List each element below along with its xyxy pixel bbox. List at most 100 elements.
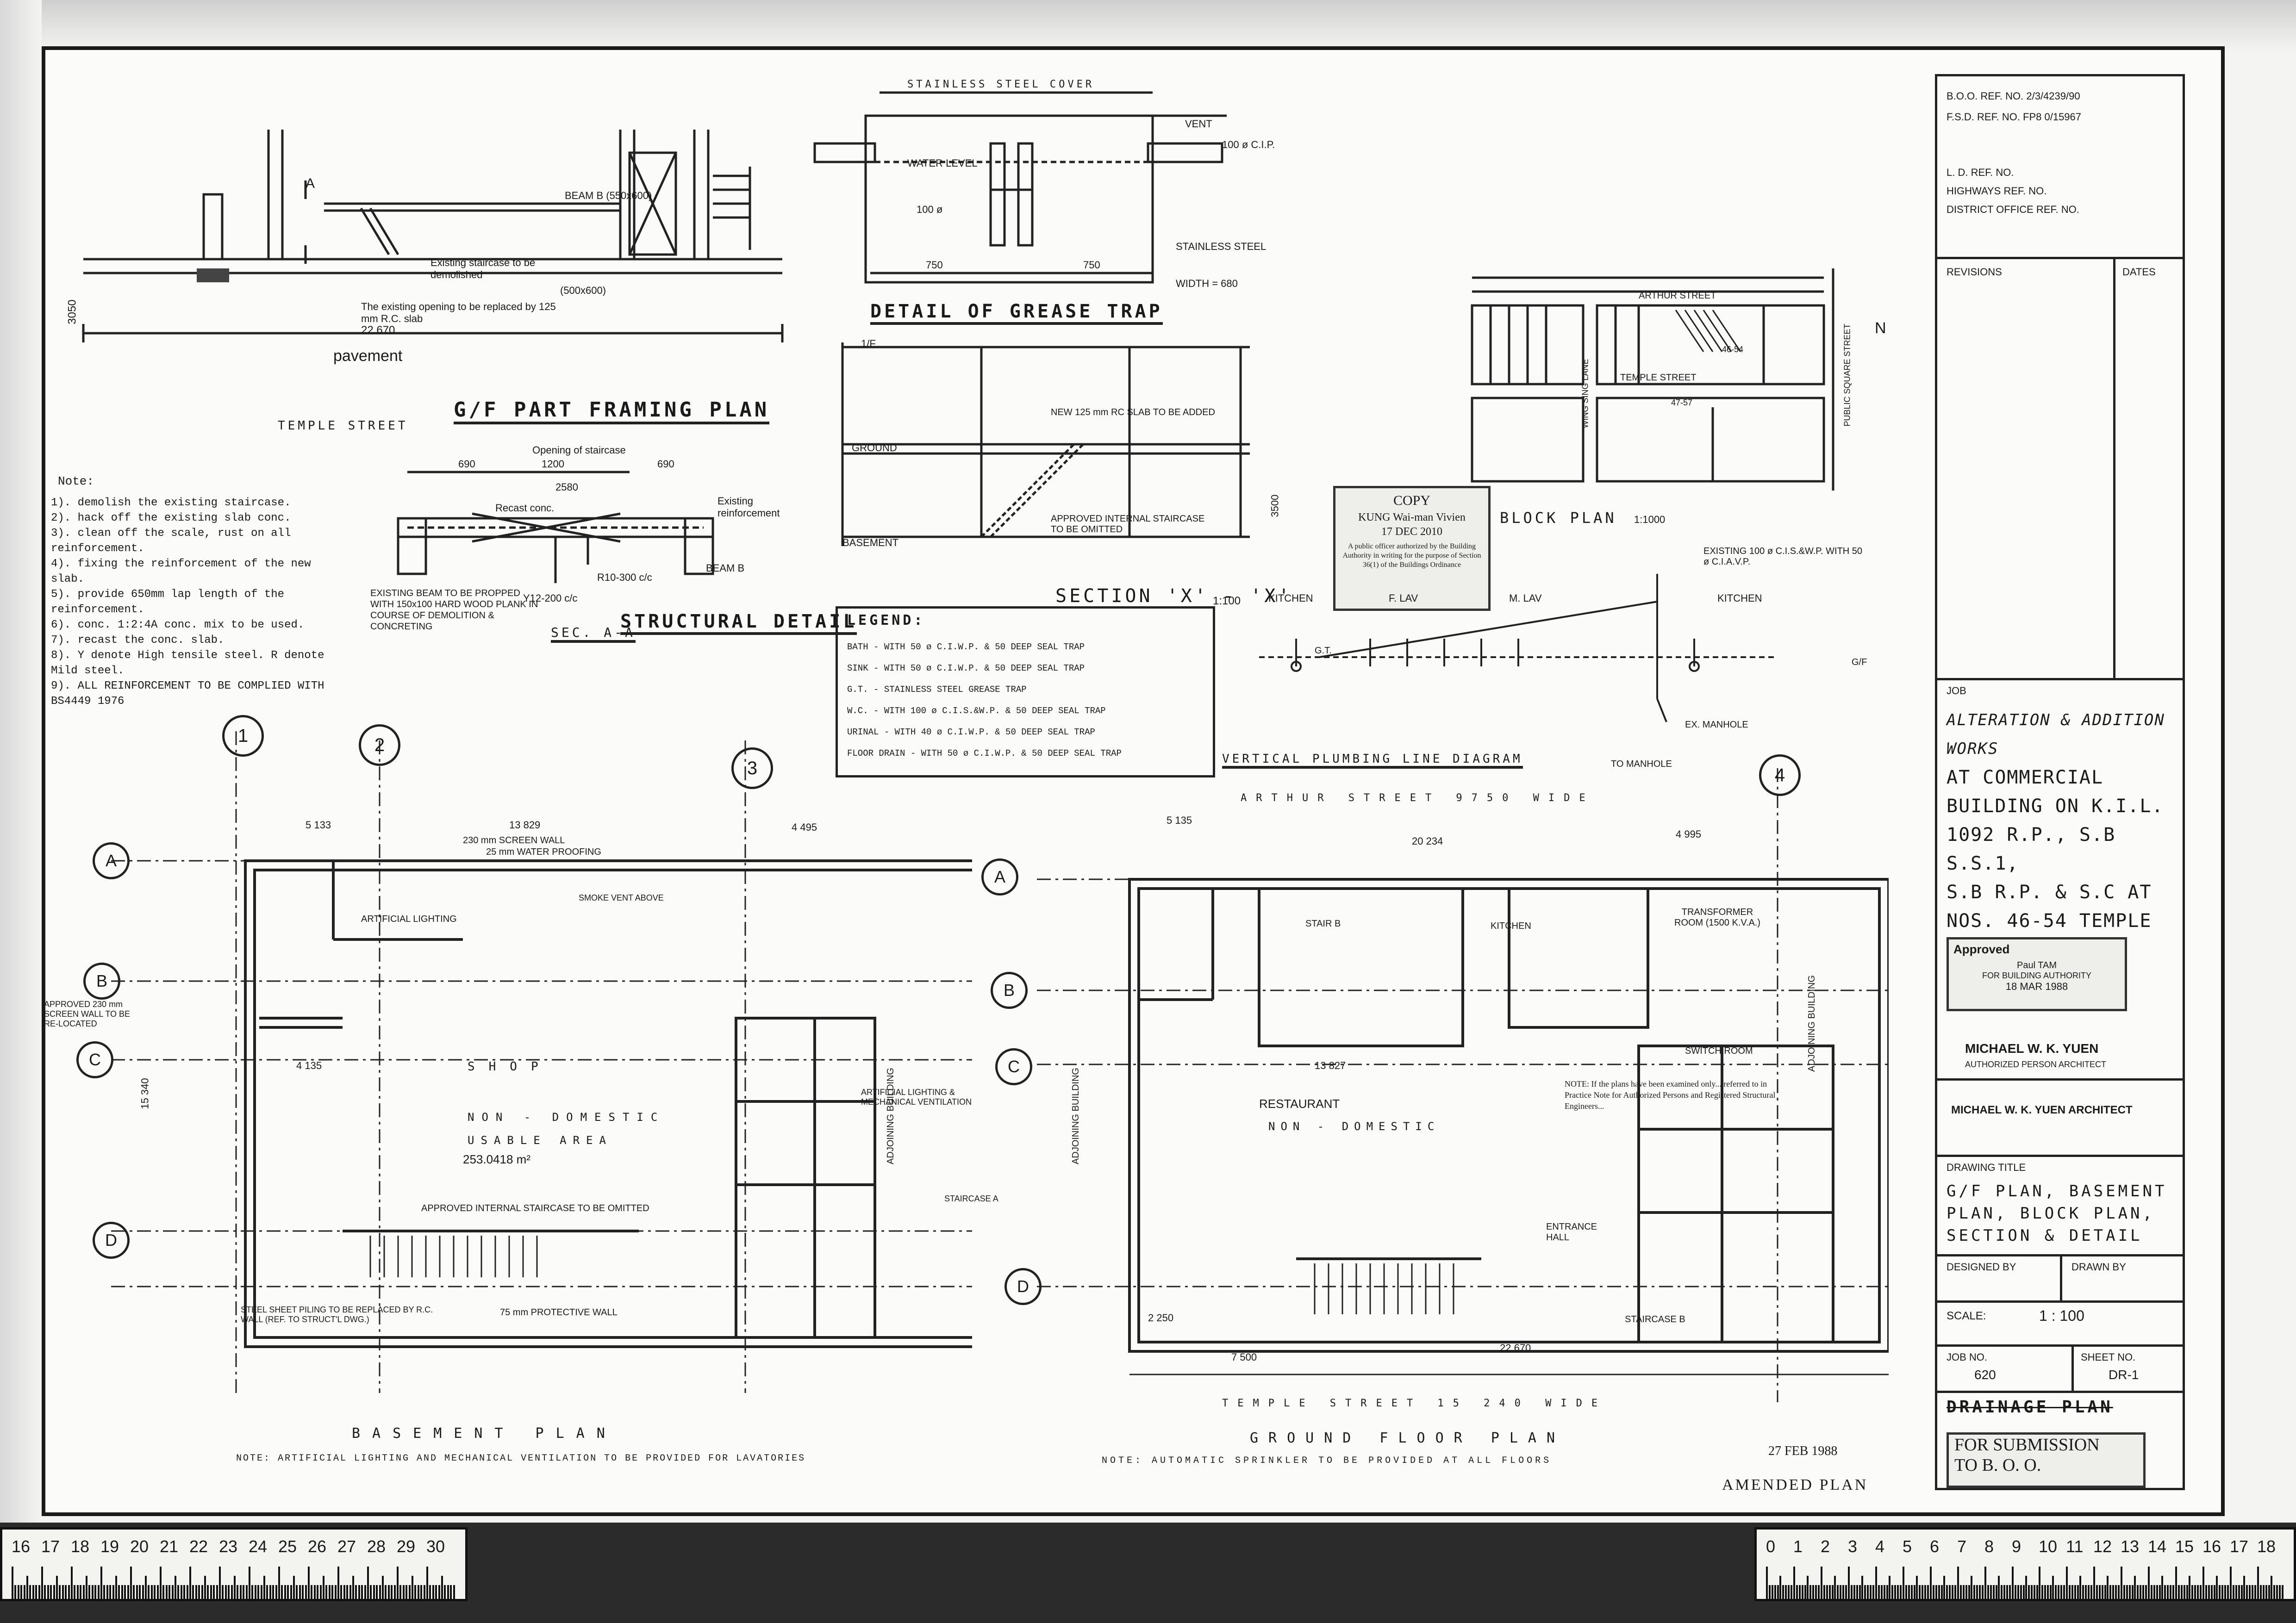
- ruler-tick: [142, 1585, 144, 1599]
- ruler-tick: [299, 1585, 301, 1599]
- plumbing-kitchen-2: KITCHEN: [1717, 592, 1762, 604]
- ruler-tick: [2055, 1585, 2057, 1599]
- drainage-plan-label: DRAINAGE PLAN: [1947, 1398, 2113, 1417]
- ref-ld: L. D. REF. NO.: [1947, 167, 2014, 178]
- grease-cover: STAINLESS STEEL COVER: [907, 79, 1095, 90]
- ruler-tick: [177, 1585, 179, 1599]
- ruler-tick: [2221, 1585, 2223, 1599]
- drawing-title: G/F PLAN, BASEMENT PLAN, BLOCK PLAN, SEC…: [1947, 1180, 2167, 1247]
- structural-detail-drawing: [397, 471, 714, 583]
- ruler-tick: [1826, 1585, 1828, 1599]
- structural-opening-label: Opening of staircase: [532, 444, 626, 456]
- ruler-tick: [38, 1585, 40, 1599]
- ruler-tick: [106, 1585, 108, 1599]
- framing-street: TEMPLE STREET: [278, 419, 408, 433]
- ruler-tick: [1922, 1585, 1923, 1599]
- ruler-number: 19: [100, 1537, 119, 1556]
- ruler-tick: [2023, 1585, 2025, 1599]
- ruler-tick: [1914, 1585, 1915, 1599]
- ground-dim: 2 250: [1148, 1312, 1174, 1324]
- ruler-tick: [1856, 1585, 1858, 1599]
- plumbing-existing: EXISTING 100 ø C.I.S.&W.P. WITH 50 ø C.I…: [1703, 546, 1863, 567]
- framing-dim-height: 3050: [66, 299, 79, 324]
- block-nos-1: 46-54: [1722, 345, 1744, 354]
- sheet-no-label: SHEET NO.: [2081, 1351, 2136, 1363]
- block-arthur-street: ARTHUR STREET: [1639, 291, 1716, 301]
- ruler-number: 6: [1930, 1537, 1940, 1556]
- ruler-tick: [20, 1585, 22, 1599]
- ruler-tick: [32, 1585, 34, 1599]
- notes-heading: Note:: [58, 474, 94, 488]
- ruler-tick: [1957, 1567, 1959, 1599]
- ruler-tick: [2112, 1585, 2114, 1599]
- ruler-tick: [257, 1585, 259, 1599]
- ground-plan-drawing: [1037, 768, 1889, 1402]
- ruler-number: 0: [1766, 1537, 1776, 1556]
- basement-dim: 13 829: [509, 819, 541, 831]
- ruler-tick: [2137, 1585, 2139, 1599]
- basement-plan-drawing: [111, 731, 972, 1393]
- ruler-tick: [1829, 1585, 1831, 1599]
- ruler-tick: [2009, 1585, 2011, 1599]
- ruler-number: 23: [219, 1537, 238, 1556]
- section-level: 1/F: [861, 338, 876, 349]
- ruler-tick: [412, 1576, 413, 1599]
- ruler-tick: [2184, 1585, 2185, 1599]
- ruler-tick: [2202, 1567, 2204, 1599]
- ruler-tick: [168, 1585, 170, 1599]
- ruler-tick: [308, 1567, 310, 1599]
- structural-recast: Recast conc.: [495, 502, 555, 514]
- ruler-tick: [29, 1585, 31, 1599]
- ruler-tick: [65, 1585, 67, 1599]
- ruler-number: 14: [2148, 1537, 2167, 1556]
- ruler-tick: [18, 1585, 19, 1599]
- ruler-tick: [1870, 1585, 1872, 1599]
- ruler-tick: [337, 1567, 339, 1599]
- ruler-tick: [1919, 1585, 1921, 1599]
- block-temple-street: TEMPLE STREET: [1620, 373, 1697, 383]
- structural-dim: 1200: [542, 458, 564, 470]
- plumbing-f-lav: F. LAV: [1389, 592, 1418, 604]
- drawn-by-label: DRAWN BY: [2071, 1261, 2126, 1273]
- ruler-tick: [166, 1585, 168, 1599]
- section-basement: BASEMENT: [842, 537, 899, 548]
- ground-temple-street: TEMPLE STREET 15 240 WIDE: [1222, 1398, 1607, 1409]
- ruler-tick: [2241, 1585, 2243, 1599]
- ruler-tick: [2102, 1585, 2103, 1599]
- ruler-number: 17: [2230, 1537, 2249, 1556]
- ruler-tick: [222, 1585, 224, 1599]
- block-plan-drawing: [1471, 268, 1834, 491]
- title-block: B.O.O. REF. NO. 2/3/4239/90 F.S.D. REF. …: [1935, 74, 2185, 1490]
- ruler-tick: [2175, 1567, 2177, 1599]
- ruler-tick: [2271, 1576, 2272, 1599]
- ruler-tick: [2211, 1585, 2213, 1599]
- ruler-number: 27: [337, 1537, 356, 1556]
- ruler-tick: [2181, 1585, 2183, 1599]
- ruler-tick: [1952, 1585, 1953, 1599]
- ruler-tick: [175, 1576, 176, 1599]
- ruler-tick: [424, 1585, 425, 1599]
- ground-grid-bubble: B: [991, 972, 1028, 1009]
- ruler-tick: [1821, 1567, 1822, 1599]
- ground-staircase-b: STAIRCASE B: [1625, 1314, 1685, 1325]
- ruler-tick: [1982, 1585, 1984, 1599]
- ruler-tick: [189, 1567, 191, 1599]
- drawing-title-line: PLAN, BLOCK PLAN,: [1947, 1204, 2155, 1223]
- basement-staircase-omitted: APPROVED INTERNAL STAIRCASE TO BE OMITTE…: [421, 1203, 649, 1213]
- ruler-tick: [370, 1585, 372, 1599]
- ruler-tick: [118, 1585, 120, 1599]
- ruler-tick: [1772, 1585, 1773, 1599]
- ruler-tick: [204, 1576, 206, 1599]
- copy-stamp-date: 17 DEC 2010: [1381, 526, 1442, 538]
- grease-size: 100 ø: [917, 204, 943, 215]
- block-nos-2: 47-57: [1671, 398, 1693, 407]
- ground-dim: 13 827: [1315, 1060, 1346, 1071]
- basement-grid-bubble: D: [93, 1222, 130, 1259]
- ground-transformer: TRANSFORMER ROOM (1500 K.V.A.): [1674, 907, 1760, 928]
- ruler-tick: [2140, 1585, 2141, 1599]
- ruler-tick: [1963, 1585, 1965, 1599]
- ruler-number: 28: [367, 1537, 386, 1556]
- ruler-number: 16: [2202, 1537, 2221, 1556]
- ruler-tick: [1927, 1585, 1929, 1599]
- sheet-no-value: DR-1: [2109, 1368, 2139, 1382]
